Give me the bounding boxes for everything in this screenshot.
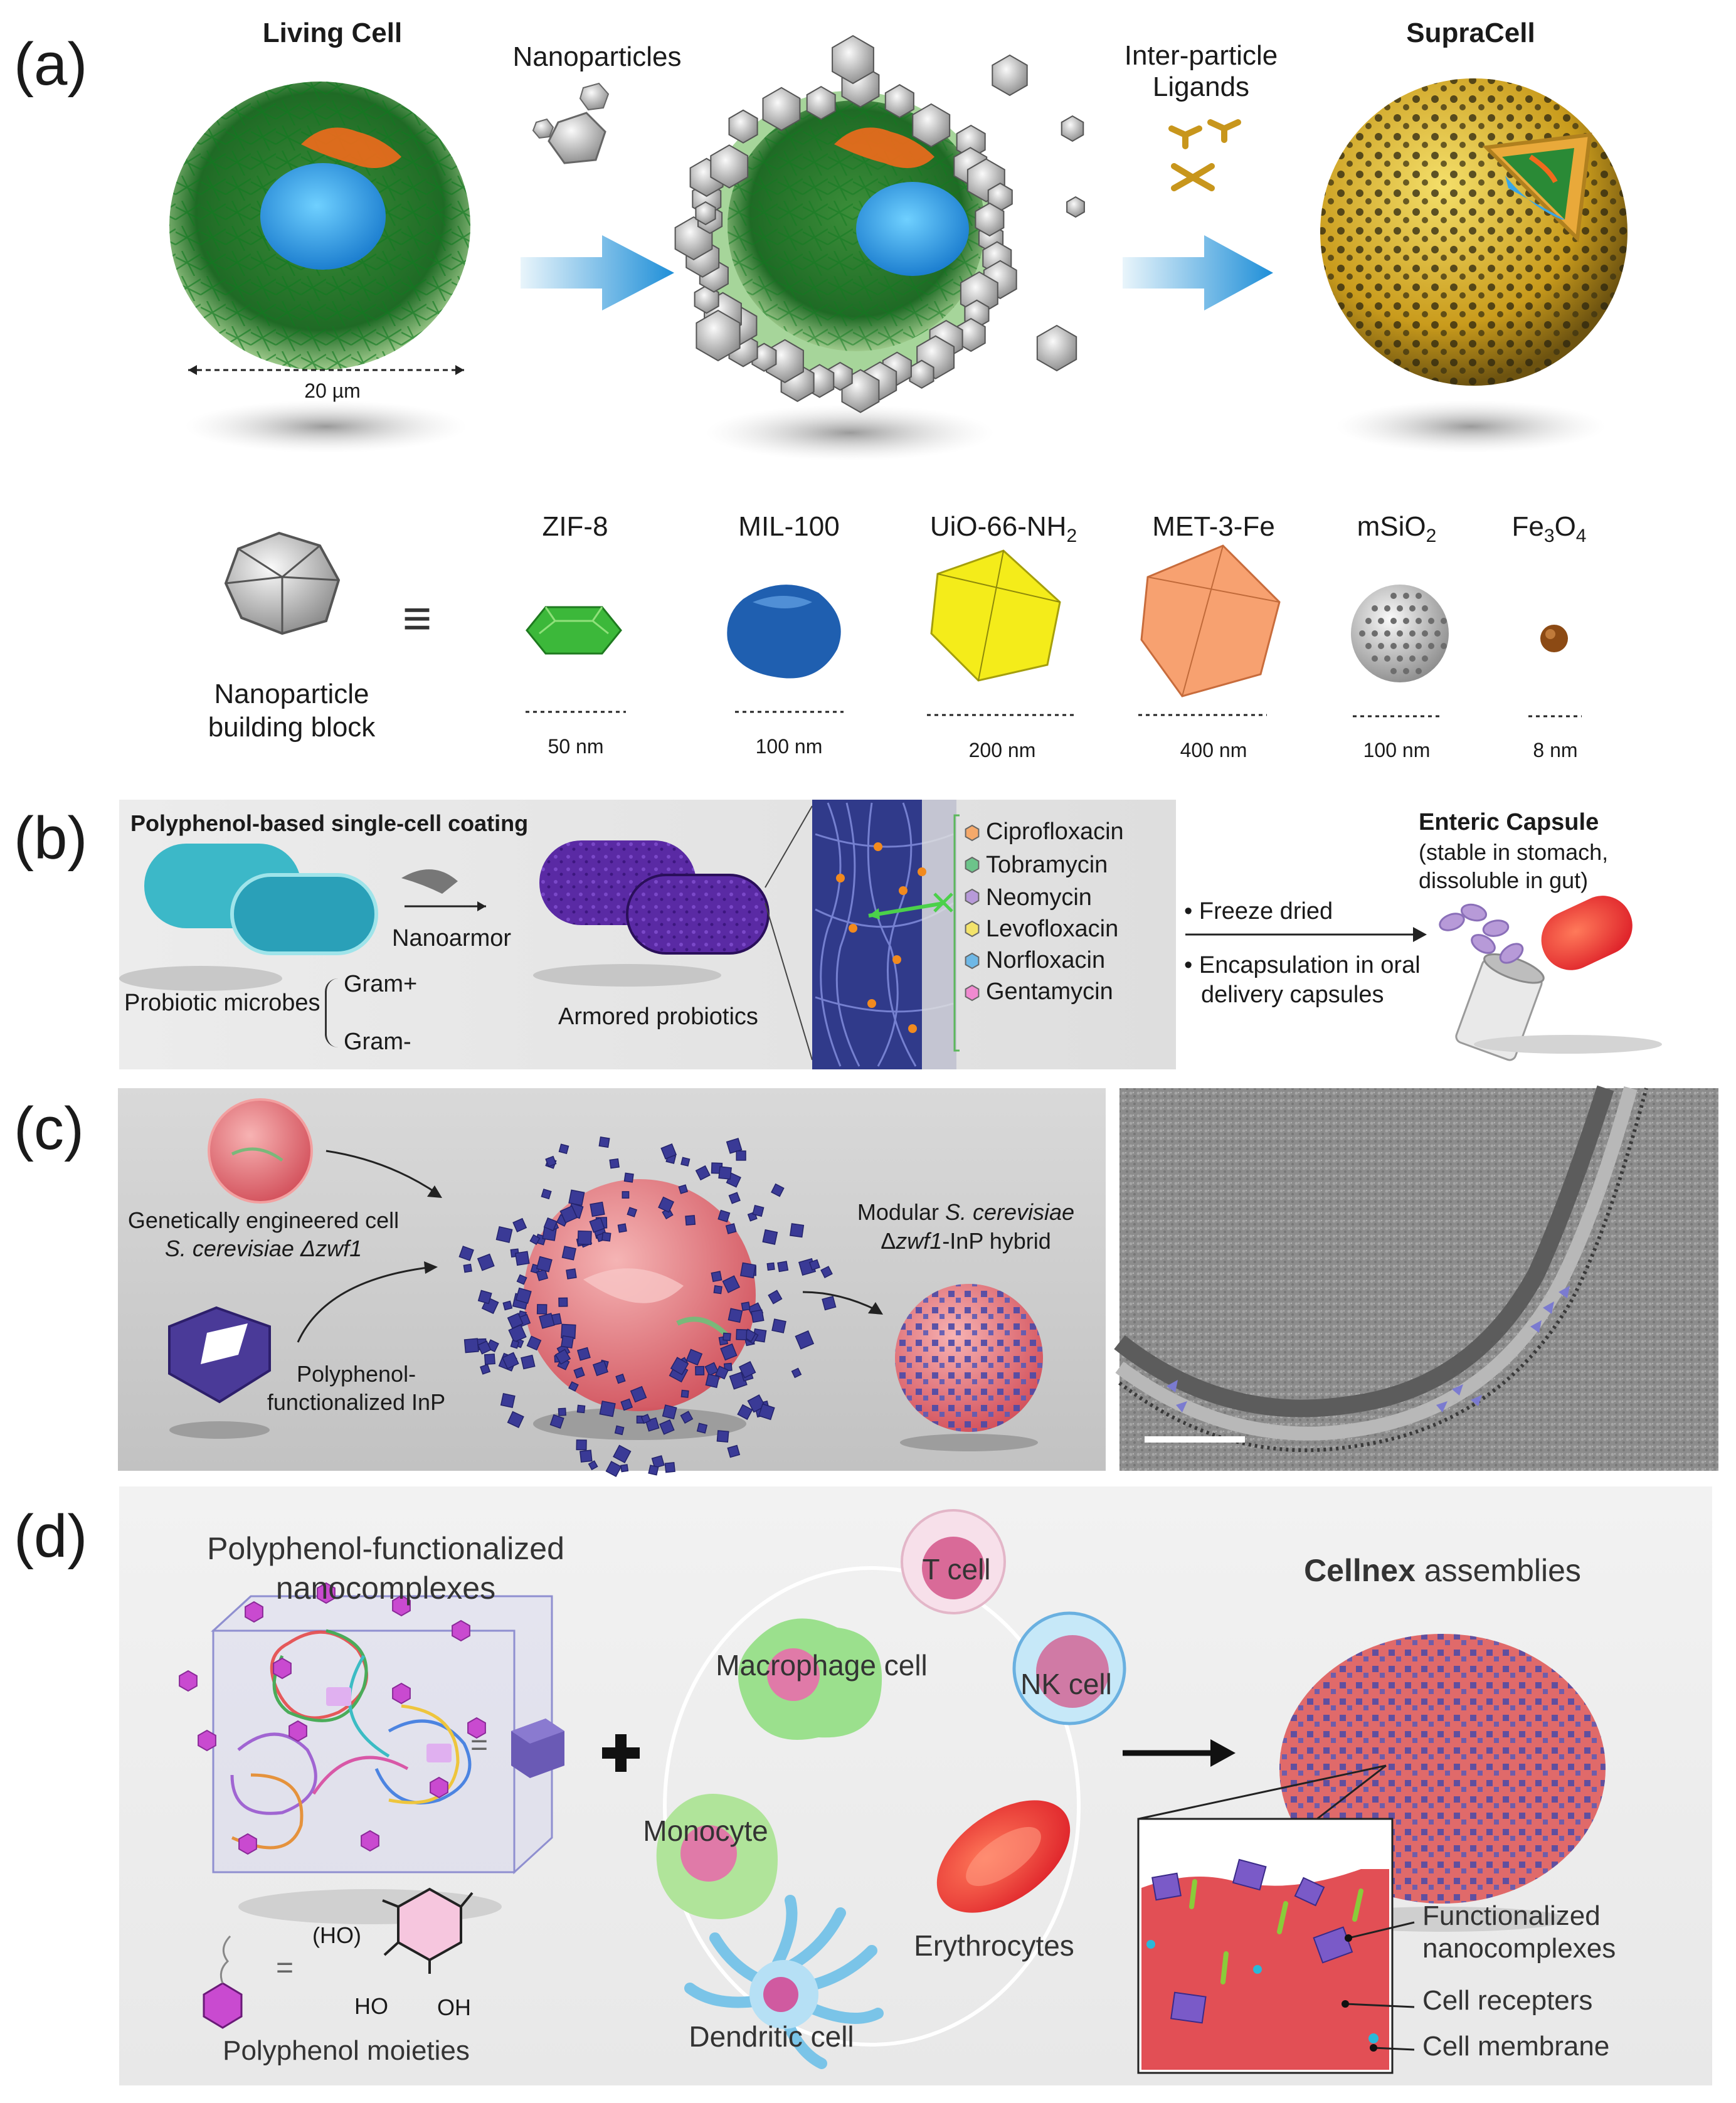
material-met3fe: MET-3-Fe bbox=[1152, 511, 1275, 542]
encapsulation-line2: delivery capsules bbox=[1201, 982, 1384, 1008]
nanoparticles-label: Nanoparticles bbox=[512, 41, 682, 72]
building-block-line1: Nanoparticle bbox=[214, 679, 369, 709]
material-mil100: MIL-100 bbox=[738, 511, 840, 542]
enteric-capsule-title: Enteric Capsule bbox=[1419, 809, 1599, 835]
engineered-cell-line1: Genetically engineered cell bbox=[127, 1207, 400, 1233]
panel-c-label: (c) bbox=[14, 1095, 84, 1162]
size-mil100: 100 nm bbox=[755, 735, 823, 758]
supracell-title: SupraCell bbox=[1406, 18, 1535, 48]
engineered-cell-species: S. cerevisiae Δzwf1 bbox=[164, 1236, 363, 1261]
erythrocytes-label: Erythrocytes bbox=[914, 1929, 1074, 1962]
ho-top-label: (HO) bbox=[312, 1922, 361, 1948]
functionalized-line1: Functionalized bbox=[1422, 1900, 1601, 1931]
gram-bracket bbox=[325, 978, 338, 1047]
drug-ciprofloxacin: Ciprofloxacin bbox=[986, 818, 1124, 845]
cellnex-title: Cellnex assemblies bbox=[1304, 1553, 1581, 1588]
oh-bottom-label: OH bbox=[437, 1994, 471, 2020]
encapsulation-line1: • Encapsulation in oral bbox=[1184, 952, 1421, 978]
armored-probiotics-label: Armored probiotics bbox=[558, 1004, 758, 1030]
polyphenol-moieties-label: Polyphenol moieties bbox=[223, 2035, 470, 2066]
modular-hybrid-line2: Δzwf1-InP hybrid bbox=[881, 1228, 1051, 1254]
macrophage-label: Macrophage cell bbox=[716, 1649, 928, 1682]
coating-title: Polyphenol-based single-cell coating bbox=[130, 810, 529, 836]
living-cell-title: Living Cell bbox=[262, 18, 403, 48]
scale-20um-label: 20 µm bbox=[304, 379, 361, 402]
equivalence-sign: ≡ bbox=[402, 590, 432, 646]
size-fe3o4: 8 nm bbox=[1533, 739, 1578, 761]
material-fe3o4: Fe3O4 bbox=[1511, 511, 1587, 546]
material-zif8: ZIF-8 bbox=[542, 511, 608, 542]
functionalized-line2: nanocomplexes bbox=[1422, 1933, 1616, 1964]
size-uio66: 200 nm bbox=[968, 739, 1036, 761]
drug-tobramycin: Tobramycin bbox=[986, 852, 1108, 878]
hexagon-equals-sign: = bbox=[276, 1951, 294, 1984]
size-msio2: 100 nm bbox=[1363, 739, 1431, 761]
drug-levofloxacin: Levofloxacin bbox=[986, 916, 1119, 942]
monocyte-label: Monocyte bbox=[643, 1814, 768, 1847]
nanoarmor-label: Nanoarmor bbox=[392, 925, 512, 951]
material-uio66: UiO-66-NH2 bbox=[929, 511, 1077, 546]
ligands-label-line2: Ligands bbox=[1152, 72, 1250, 102]
cell-membrane-label: Cell membrane bbox=[1422, 2031, 1610, 2062]
material-msio2: mSiO2 bbox=[1357, 511, 1437, 546]
ligands-label-line1: Inter-particle bbox=[1124, 40, 1278, 71]
polyphenol-inp-line1: Polyphenol- bbox=[296, 1361, 416, 1387]
cube-equals-sign: = bbox=[470, 1729, 489, 1762]
panel-b-label: (b) bbox=[14, 805, 88, 872]
drug-gentamycin: Gentamycin bbox=[986, 978, 1113, 1005]
drug-neomycin: Neomycin bbox=[986, 884, 1092, 911]
dendritic-cell-label: Dendritic cell bbox=[689, 2020, 854, 2053]
polyphenol-inp-line2: functionalized InP bbox=[267, 1389, 446, 1415]
freeze-dried-label: • Freeze dried bbox=[1184, 898, 1333, 924]
panel-a-label: (a) bbox=[14, 31, 88, 98]
size-zif8: 50 nm bbox=[548, 735, 604, 758]
panel-d-label: (d) bbox=[14, 1503, 88, 1570]
enteric-capsule-line2: dissoluble in gut) bbox=[1419, 867, 1589, 893]
cell-receptors-label: Cell recepters bbox=[1422, 1985, 1593, 2016]
probiotic-label: Probiotic microbes bbox=[124, 990, 320, 1016]
nanocomplexes-title-line1: Polyphenol-functionalized bbox=[207, 1531, 564, 1566]
t-cell-label: T cell bbox=[922, 1553, 991, 1586]
gram-positive-label: Gram+ bbox=[344, 971, 418, 997]
gram-negative-label: Gram- bbox=[344, 1029, 411, 1055]
drug-norfloxacin: Norfloxacin bbox=[986, 947, 1106, 973]
enteric-capsule-line1: (stable in stomach, bbox=[1419, 839, 1609, 865]
modular-hybrid-line1: Modular S. cerevisiae bbox=[857, 1199, 1075, 1225]
building-block-line2: building block bbox=[208, 712, 376, 743]
ho-bottom-label: HO bbox=[354, 1993, 388, 2019]
nk-cell-label: NK cell bbox=[1020, 1668, 1112, 1700]
size-met3fe: 400 nm bbox=[1180, 739, 1247, 761]
nanocomplexes-title-line2: nanocomplexes bbox=[275, 1571, 496, 1606]
